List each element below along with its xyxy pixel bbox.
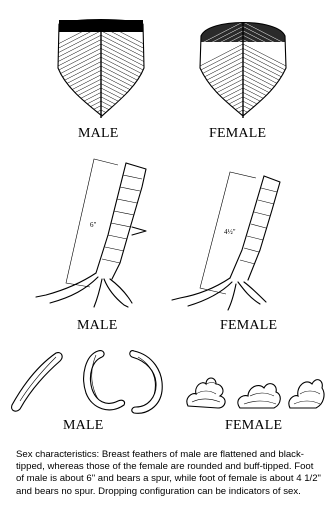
male-breast-feather-illustration [56,8,146,120]
female-foot-length-label: 4½" [224,228,236,236]
feather-female-label: FEMALE [209,126,266,142]
droppings-female-label: FEMALE [225,418,282,434]
foot-male-label: MALE [77,318,117,334]
male-foot-illustration: 6" [28,155,158,315]
male-droppings-illustration [6,345,176,417]
droppings-male-label: MALE [63,418,103,434]
male-foot-length-label: 6" [90,221,97,229]
female-foot-illustration: 4½" [168,170,288,315]
sex-characteristics-caption: Sex characteristics: Breast feathers of … [16,449,322,498]
foot-female-label: FEMALE [220,318,277,334]
feather-male-label: MALE [78,126,118,142]
female-droppings-illustration [182,358,327,416]
female-breast-feather-illustration [198,8,288,120]
